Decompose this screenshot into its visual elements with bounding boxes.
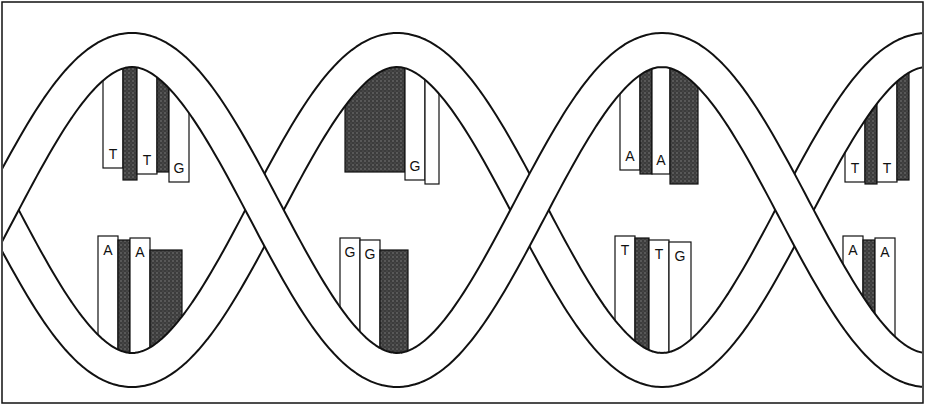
- backbone-ribbons: [3, 50, 922, 370]
- base-letter: T: [649, 246, 669, 262]
- base-letter: T: [845, 160, 865, 176]
- base-letter: G: [340, 244, 360, 260]
- base-letter: G: [405, 158, 425, 174]
- base-letter: T: [615, 242, 635, 258]
- base-letter: A: [98, 242, 118, 258]
- base-block: [649, 240, 669, 369]
- ribbon-fill: [3, 50, 922, 370]
- base-letter: G: [669, 248, 691, 264]
- base-block-dark: [123, 51, 137, 180]
- ribbon-outline: [3, 50, 922, 370]
- base-letter: G: [360, 246, 380, 262]
- base-letter: T: [877, 160, 897, 176]
- ribbon-outline: [3, 50, 922, 370]
- ribbon-fill: [3, 50, 922, 370]
- base-letter: T: [137, 152, 157, 168]
- base-letter: A: [875, 244, 895, 260]
- base-letter: A: [130, 244, 150, 260]
- base-letter: G: [169, 160, 189, 176]
- base-letter: A: [620, 148, 640, 164]
- base-letter: A: [843, 242, 863, 258]
- base-letter: A: [652, 152, 670, 168]
- base-block: [652, 51, 670, 174]
- base-letter: T: [103, 146, 123, 162]
